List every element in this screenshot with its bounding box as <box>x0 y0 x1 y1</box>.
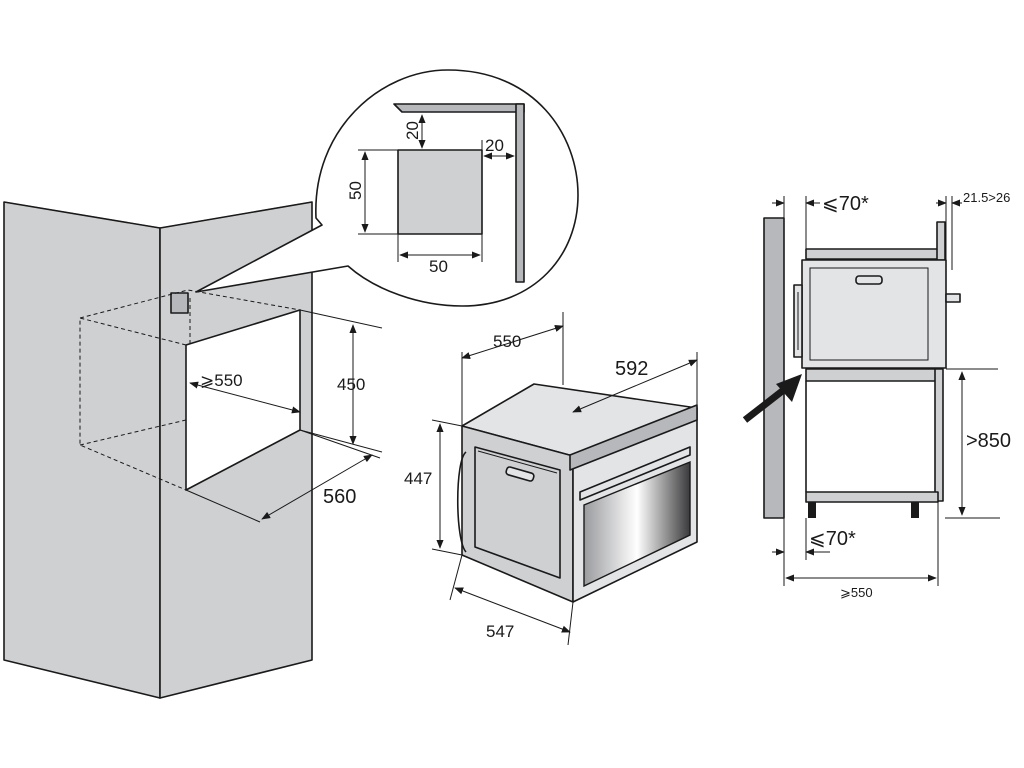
detail-side-offset-label: 20 <box>485 136 504 155</box>
detail-height-label: 50 <box>346 181 365 200</box>
top-gap-label: ⩽70* <box>822 193 869 215</box>
cabinet-left-panel <box>3 201 161 699</box>
wall-corner-profile <box>393 103 525 113</box>
wall <box>763 217 785 519</box>
top-shelf <box>805 248 939 260</box>
offset-label: 21.5>26 <box>963 190 1010 205</box>
oven-illustration: 550 592 447 547 <box>404 312 698 646</box>
height-850-label: >850 <box>966 430 1011 452</box>
oven-control-strip <box>569 404 698 471</box>
oven-window <box>583 460 691 588</box>
vent-square <box>397 149 483 235</box>
bottom-shelf <box>805 491 939 503</box>
oven-width-label: 592 <box>615 358 648 380</box>
cabinet-width-label: 560 <box>323 486 356 508</box>
oven-depth-top-label: 550 <box>493 332 521 351</box>
cabinet-height-label: 450 <box>337 375 365 394</box>
oven-side-door <box>474 446 561 579</box>
side-view-illustration: ⩽70* 21.5>26 >850 ⩽70* ⩾550 <box>742 190 1011 600</box>
cabinet-foot-right <box>911 502 919 518</box>
oven-depth-bottom-label: 547 <box>486 622 514 641</box>
vent-opening <box>170 292 189 314</box>
cabinet-depth-label: ⩾550 <box>200 371 243 390</box>
detail-top-offset-label: 20 <box>403 121 422 140</box>
detail-width-label: 50 <box>429 257 448 276</box>
oven-height-label: 447 <box>404 469 432 488</box>
side-depth-label: ⩾550 <box>840 585 873 600</box>
bottom-gap-label: ⩽70* <box>809 528 856 550</box>
middle-shelf <box>805 368 939 382</box>
oven-side-handle <box>505 466 535 482</box>
oven-side-rail <box>457 451 467 553</box>
cabinet-foot-left <box>808 502 816 518</box>
oven-handle <box>579 446 691 501</box>
side-view-oven-handle <box>855 275 883 285</box>
vent-detail-callout: 20 20 50 50 <box>195 69 579 307</box>
cabinet-illustration: ⩾550 450 560 <box>3 201 383 699</box>
